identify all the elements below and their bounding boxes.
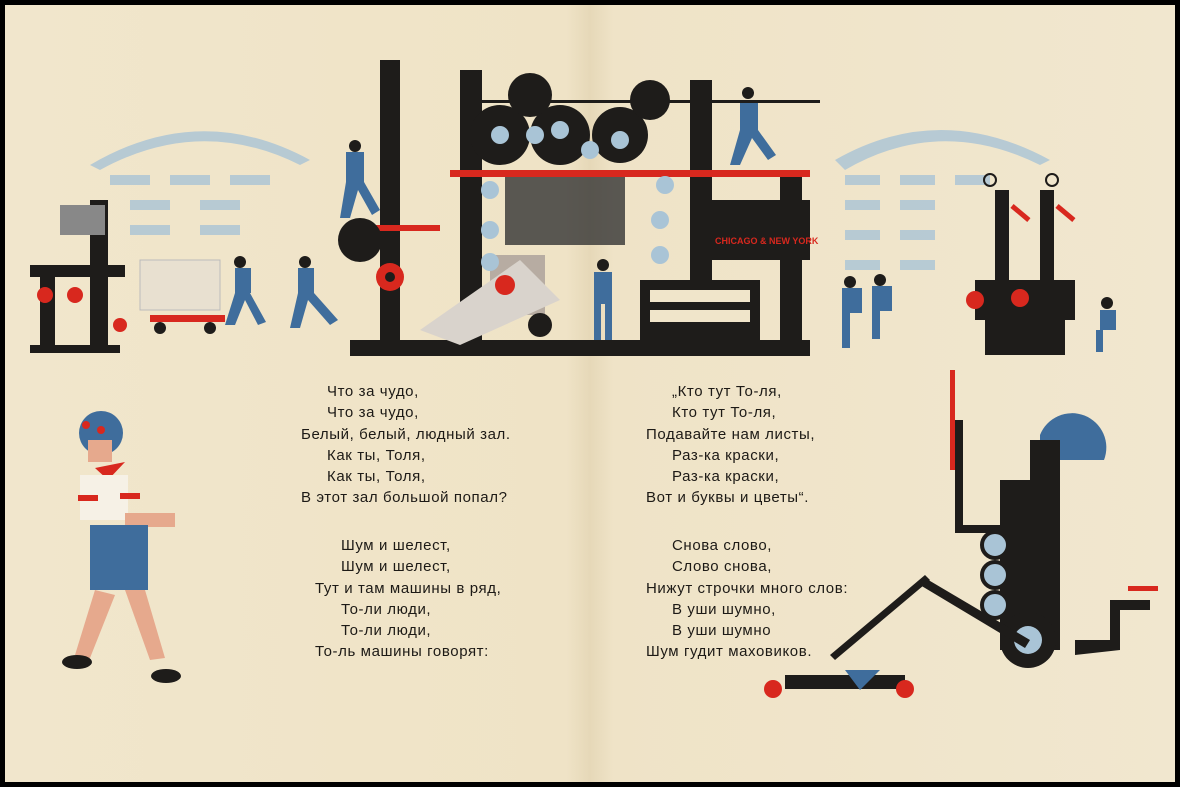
background-arch-left [90, 131, 310, 235]
book-spread: CHICAGO & NEW YORK [5, 5, 1175, 782]
poem-line: То-ли люди, [341, 600, 432, 618]
poem-line: Вот и буквы и цветы“. [646, 489, 810, 507]
poem-line: Подавайте нам листы, [646, 425, 816, 443]
poem-right-stanza-1: „Кто тут То-ля, Кто тут То-ля, Подавайте… [646, 381, 815, 509]
poem-line: Раз-ка краски, [672, 446, 780, 464]
workers [225, 87, 1116, 352]
background-arch-right [835, 130, 1050, 270]
boy-tolya [62, 411, 181, 683]
small-press-machine [30, 200, 127, 353]
poem-left-stanza-1: Что за чудо, Что за чудо, Белый, белый, … [301, 381, 511, 509]
poem-line: В уши шумно [672, 622, 772, 640]
poem-line: Как ты, Толя, [327, 446, 426, 464]
poem-line: Шум и шелест, [341, 537, 451, 554]
poem-line: В этот зал большой попал? [301, 489, 508, 507]
poem-line: Снова слово, [672, 537, 773, 554]
poem-line: В уши шумно, [672, 600, 776, 618]
machine-figure [764, 370, 1158, 698]
poem-line: „Кто тут То-ля, [672, 383, 782, 400]
poem-line: Кто тут То-ля, [672, 404, 777, 422]
poem-line: То-ль машины говорят: [315, 643, 489, 661]
poem-line: То-ли люди, [341, 622, 432, 640]
poem-left-stanza-2: Шум и шелест, Шум и шелест, Тут и там ма… [301, 535, 501, 663]
poem-line: Что за чудо, [327, 383, 419, 400]
poem-right-stanza-2: Снова слово, Слово снова, Нижут строчки … [646, 535, 848, 663]
poem-line: Шум и шелест, [341, 558, 451, 576]
poem-line: Нижут строчки много слов: [646, 579, 849, 597]
poem-line: Тут и там машины в ряд, [315, 579, 502, 597]
poem-line: Раз-ка краски, [672, 468, 780, 486]
poem-line: Шум гудит маховиков. [646, 643, 813, 661]
poem-line: Слово снова, [672, 558, 773, 576]
poem-line: Белый, белый, людный зал. [301, 425, 511, 443]
rotary-printing-press: CHICAGO & NEW YORK [338, 60, 820, 356]
poem-line: Как ты, Толя, [327, 468, 426, 486]
printing-hall-illustration: CHICAGO & NEW YORK [30, 60, 1158, 698]
poem-line: Что за чудо, [327, 404, 419, 422]
machine-label: CHICAGO & NEW YORK [715, 236, 819, 246]
linotype-machines [966, 173, 1076, 355]
paper-cart [139, 259, 225, 334]
